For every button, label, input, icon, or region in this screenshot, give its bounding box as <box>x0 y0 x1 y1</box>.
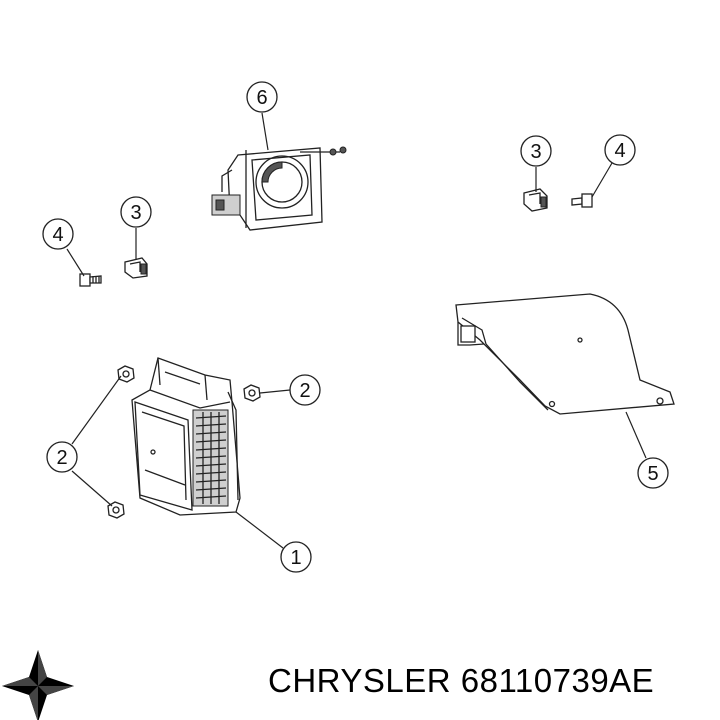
callout-6-label: 6 <box>256 87 267 109</box>
callout-4-left-label: 4 <box>52 224 63 246</box>
nut-part-right <box>243 384 261 402</box>
callout-5: 5 <box>637 457 669 489</box>
callout-1: 1 <box>280 541 312 573</box>
bolt-part-right <box>571 193 593 208</box>
brand-name: CHRYSLER <box>268 662 452 699</box>
callout-3-left-label: 3 <box>130 202 141 224</box>
nut-part-upper-left <box>117 365 135 383</box>
callout-4-left: 4 <box>42 218 74 250</box>
part-number: 68110739AE <box>460 662 655 699</box>
callout-2-right-label: 2 <box>299 380 310 402</box>
callout-4-right: 4 <box>604 134 636 166</box>
callout-1-label: 1 <box>290 547 301 569</box>
chrysler-pentastar-icon <box>2 650 74 720</box>
bolt-part-left <box>79 273 102 287</box>
part-title: CHRYSLER 68110739AE <box>268 662 654 700</box>
clip-part-left <box>124 257 148 279</box>
callout-6: 6 <box>246 81 278 113</box>
callout-3-left: 3 <box>120 196 152 228</box>
callout-4-right-label: 4 <box>614 140 625 162</box>
leader-lines <box>66 112 647 549</box>
airbag-control-module-part <box>131 357 241 516</box>
callout-3-right: 3 <box>520 135 552 167</box>
callout-2-left: 2 <box>46 441 78 473</box>
callout-3-right-label: 3 <box>530 141 541 163</box>
mounting-bracket-part <box>455 293 675 415</box>
clip-part-right <box>523 188 548 212</box>
callout-5-label: 5 <box>647 463 658 485</box>
callout-2-right: 2 <box>289 374 321 406</box>
callout-2-left-label: 2 <box>56 447 67 469</box>
clockspring-part <box>211 146 347 231</box>
